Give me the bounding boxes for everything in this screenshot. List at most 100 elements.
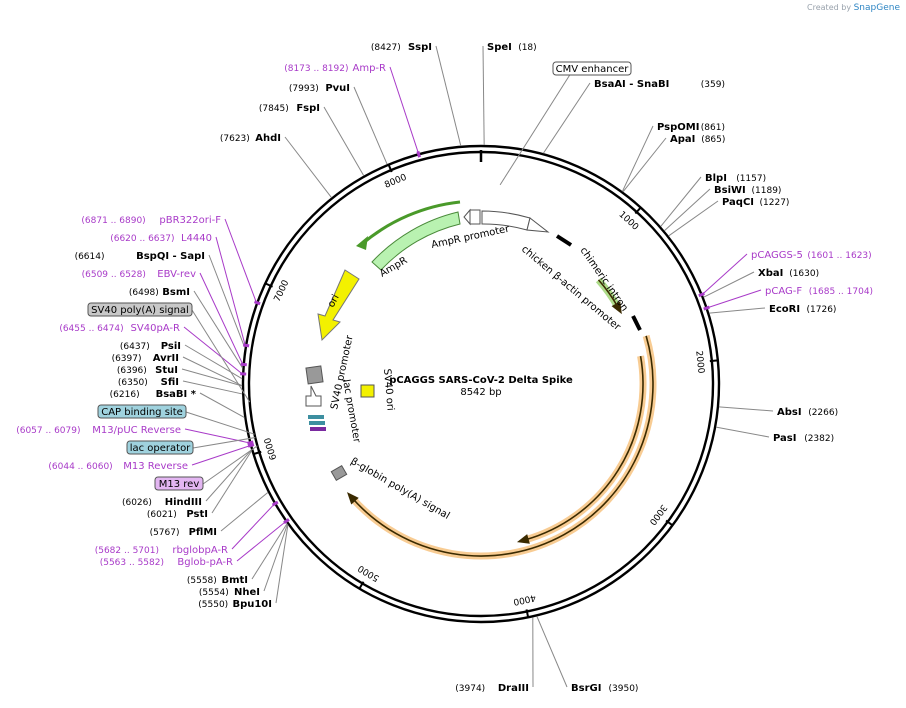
site-paqci[interactable]: PaqCI(1227): [722, 197, 789, 208]
site-snabi[interactable]: BsaAI - SnaBI(359): [594, 79, 725, 90]
site-blpi[interactable]: BlpI(1157): [705, 173, 766, 184]
site-nhei[interactable]: NheI(5554): [199, 587, 260, 598]
mark-ampr: [416, 151, 421, 158]
site-pos-ahdi: (7623): [220, 134, 250, 144]
site-bmti[interactable]: BmtI(5558): [187, 575, 248, 586]
site-avrii[interactable]: AvrII(6397): [112, 353, 179, 364]
feature-cmv[interactable]: CMV enhancer: [552, 61, 632, 76]
tick-label-7000: 7000: [273, 278, 292, 303]
site-spei[interactable]: SpeI(18): [487, 42, 537, 53]
site-m13puc[interactable]: M13/pUC Reverse(6057 .. 6079): [16, 425, 181, 436]
site-rbglob[interactable]: rbglobpA-R(5682 .. 5701): [95, 545, 228, 556]
site-pos-bsmi: (6498): [129, 288, 159, 298]
site-stui[interactable]: StuI(6396): [117, 365, 178, 376]
arc-spike-cds-halo: [349, 334, 657, 560]
leader-sfii: [182, 380, 243, 395]
site-fspi[interactable]: FspI(7845): [259, 103, 320, 114]
site-psti[interactable]: PstI(6021): [147, 509, 208, 520]
site-pos-sspi: (8427): [371, 43, 401, 53]
site-pasi[interactable]: PasI(2382): [773, 433, 834, 444]
site-pos-bsrgi: (3950): [609, 684, 639, 694]
site-pcaggs5[interactable]: pCAGGS-5(1601 .. 1623): [751, 250, 872, 261]
feature-name-lacop: lac operator: [130, 443, 191, 454]
site-pflmi[interactable]: PflMI(5767): [150, 527, 217, 538]
leader-l4440: [215, 236, 246, 346]
site-bsabi[interactable]: BsaBI *(6216): [110, 389, 197, 400]
site-name-snabi: BsaAI - SnaBI: [594, 79, 669, 90]
leader-ampr: [389, 66, 419, 154]
leader-spei: [482, 45, 485, 146]
ampr-arrow-outer: [361, 200, 461, 246]
site-pspomi[interactable]: PspOMI(861): [657, 122, 725, 133]
site-name-ecori: EcoRI: [769, 304, 800, 315]
site-ebvrev[interactable]: EBV-rev(6509 .. 6528): [82, 269, 196, 280]
site-bglob[interactable]: Bglob-pA-R(5563 .. 5582): [100, 557, 233, 568]
site-sapi[interactable]: BspQI - SapI(6614): [75, 251, 205, 262]
leader-bsmi: [193, 290, 243, 369]
site-name-pcagf: pCAG-F: [765, 286, 802, 297]
site-l4440[interactable]: L4440(6620 .. 6637): [110, 233, 212, 244]
site-xbai[interactable]: XbaI(1630): [758, 268, 819, 279]
site-pcagf[interactable]: pCAG-F (1685 .. 1704): [765, 286, 873, 297]
leader-pcagf: [707, 289, 762, 309]
site-bsrgi[interactable]: BsrGI(3950): [571, 683, 638, 694]
site-sfii[interactable]: SfiI(6350): [118, 377, 179, 388]
site-bsiwi[interactable]: BsiWI (1189): [714, 185, 781, 196]
tick-4000: [525, 609, 530, 618]
site-name-sv40par: SV40pA-R: [131, 323, 180, 334]
arc-spike-cds-inner-head: [516, 534, 530, 544]
credit-prefix: Created by: [807, 3, 852, 12]
site-pos-sfii: (6350): [118, 378, 148, 388]
leader-ebvrev: [199, 272, 244, 365]
site-pvui[interactable]: PvuI(7993): [289, 83, 350, 94]
site-ahdi[interactable]: AhdI(7623): [220, 133, 281, 144]
feature-name-m13revbox: M13 rev: [159, 479, 200, 490]
site-pos-ebvrev: (6509 .. 6528): [82, 270, 146, 280]
tick-8000: [387, 164, 393, 173]
site-bpu10i[interactable]: Bpu10I(5550): [198, 599, 272, 610]
inner-features: [305, 200, 642, 482]
feature-name-sv40polya: SV40 poly(A) signal: [91, 305, 189, 316]
leader-blpi: [660, 176, 702, 227]
site-hindiii[interactable]: HindIII (6026): [122, 497, 202, 508]
site-ecori[interactable]: EcoRI(1726): [769, 304, 836, 315]
site-m13rev[interactable]: M13 Reverse(6044 .. 6060): [48, 461, 188, 472]
site-name-stui: StuI: [155, 365, 178, 376]
site-pos-hindiii: (6026): [122, 498, 152, 508]
site-name-bsmi: BsmI: [162, 287, 190, 298]
ampr-promoter-arrow: [469, 209, 481, 225]
feature-cap[interactable]: CAP binding site: [97, 404, 187, 419]
mark-m13puc: [247, 440, 254, 445]
site-pos-bpu10i: (5550): [198, 600, 228, 610]
feature-m13revbox[interactable]: M13 rev: [154, 476, 204, 491]
site-absi[interactable]: AbsI(2266): [777, 407, 838, 418]
leader-nhei: [263, 524, 288, 592]
site-ampr[interactable]: Amp-R(8173 .. 8192): [284, 63, 386, 74]
ampr-outer-head: [356, 236, 368, 250]
site-pos-bsabi: (6216): [110, 390, 140, 400]
feature-sv40polya[interactable]: SV40 poly(A) signal: [87, 302, 193, 317]
site-bsmi[interactable]: BsmI(6498): [129, 287, 190, 298]
site-apai[interactable]: ApaI(865): [670, 134, 725, 145]
site-pos-psii: (6437): [120, 342, 150, 352]
site-sspi[interactable]: SspI (8427): [371, 42, 432, 53]
feature-lacop[interactable]: lac operator: [126, 440, 194, 455]
leader-sapi: [208, 254, 246, 348]
site-name-rbglob: rbglobpA-R: [172, 545, 228, 556]
site-name-bsiwi: BsiWI: [714, 185, 746, 196]
intron-marker-top: [555, 234, 573, 247]
site-name-m13puc: M13/pUC Reverse: [92, 425, 181, 436]
site-pos-pcagf: (1685 .. 1704): [809, 287, 873, 297]
betaglobin-box: [330, 464, 348, 482]
label-ori: ori: [326, 293, 342, 310]
site-pbr322[interactable]: pBR322ori-F(6871 .. 6890): [81, 215, 221, 226]
mark-bglob: [283, 518, 290, 525]
site-name-sspi: SspI: [408, 42, 432, 53]
site-pos-m13rev: (6044 .. 6060): [48, 462, 112, 472]
site-pos-bsiwi: (1189): [752, 186, 782, 196]
site-psii[interactable]: PsiI(6437): [120, 341, 181, 352]
site-name-hindiii: HindIII: [165, 497, 202, 508]
site-sv40par[interactable]: SV40pA-R(6455 .. 6474): [59, 323, 180, 334]
site-draiii[interactable]: DraIII(3974): [455, 683, 529, 694]
